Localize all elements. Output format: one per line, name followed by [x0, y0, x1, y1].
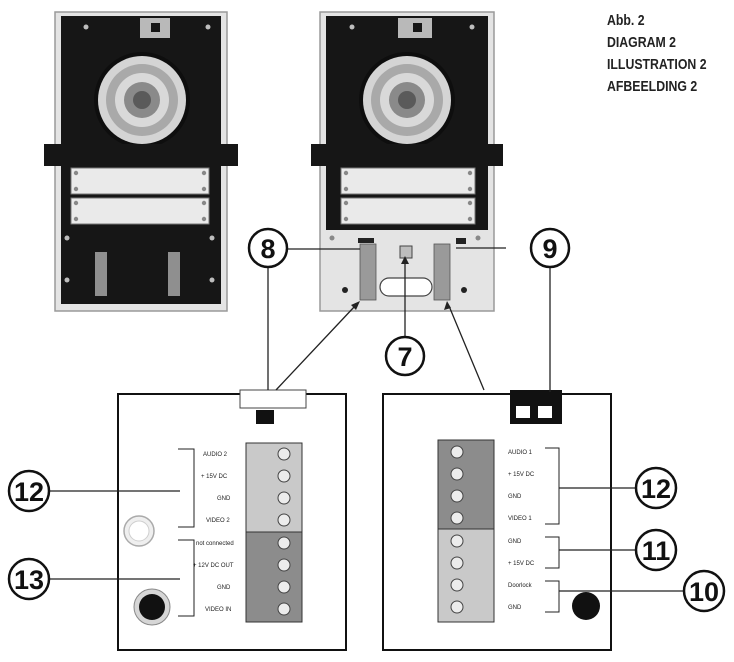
callout-11: 11: [634, 528, 678, 572]
right-terminal-gnd1: GND: [508, 494, 522, 500]
right-terminal-gnd2: GND: [508, 539, 522, 545]
callout-12-right-label: 12: [641, 474, 671, 504]
caption-line-diagram: DIAGRAM 2: [607, 34, 677, 51]
right-terminal-audio1: AUDIO 1: [508, 450, 533, 456]
caption-line-afbeelding: AFBEELDING 2: [607, 78, 698, 95]
left-terminal-12v-out: + 12V DC OUT: [193, 563, 234, 569]
callout-9-label: 9: [542, 234, 557, 264]
door-panel-rear: [311, 11, 503, 312]
mounting-hole: [572, 592, 600, 620]
screw-column-right: [450, 445, 464, 614]
callout-12-left-label: 12: [14, 477, 44, 507]
left-terminal-gnd2: GND: [217, 585, 231, 591]
right-terminal-video1: VIDEO 1: [508, 516, 532, 522]
left-terminal-video-in: VIDEO IN: [205, 607, 231, 613]
right-terminal-15v-b: + 15V DC: [508, 561, 535, 567]
callout-9: 9: [529, 227, 571, 269]
door-panel-front: [44, 11, 238, 312]
callout-8: 8: [247, 227, 289, 269]
terminal-detail-right: AUDIO 1 + 15V DC GND VIDEO 1 GND + 15V D…: [382, 390, 612, 651]
left-terminal-15v: + 15V DC: [201, 474, 228, 480]
callout-10: 10: [682, 569, 726, 613]
caption-line-illustration: ILLUSTRATION 2: [607, 56, 707, 73]
right-terminal-15v: + 15V DC: [508, 472, 535, 478]
figure-caption: Abb. 2 DIAGRAM 2 ILLUSTRATION 2 AFBEELDI…: [607, 10, 707, 98]
callout-8-label: 8: [260, 234, 275, 264]
left-terminal-gnd1: GND: [217, 496, 231, 502]
callout-13: 13: [7, 557, 51, 601]
terminal-detail-left: AUDIO 2 + 15V DC GND VIDEO 2 not connect…: [117, 389, 347, 651]
caption-line-abb: Abb. 2: [607, 12, 645, 29]
callout-10-label: 10: [689, 577, 719, 607]
callout-12-left: 12: [7, 469, 51, 513]
camera-lens-rear: [359, 52, 455, 148]
callout-7: 7: [384, 335, 426, 377]
callout-11-label: 11: [642, 536, 671, 566]
callout-13-label: 13: [14, 565, 44, 595]
camera-lens: [94, 52, 190, 148]
right-terminal-doorlock: Doorlock: [508, 583, 533, 589]
leader-lines: [41, 247, 686, 592]
screw-column-left: [277, 447, 291, 616]
left-terminal-video2: VIDEO 2: [206, 518, 230, 524]
left-terminal-audio2: AUDIO 2: [203, 452, 228, 458]
callout-7-label: 7: [397, 342, 412, 372]
right-terminal-gnd3: GND: [508, 605, 522, 611]
callout-12-right: 12: [634, 466, 678, 510]
left-terminal-not-connected: not connected: [196, 541, 234, 547]
